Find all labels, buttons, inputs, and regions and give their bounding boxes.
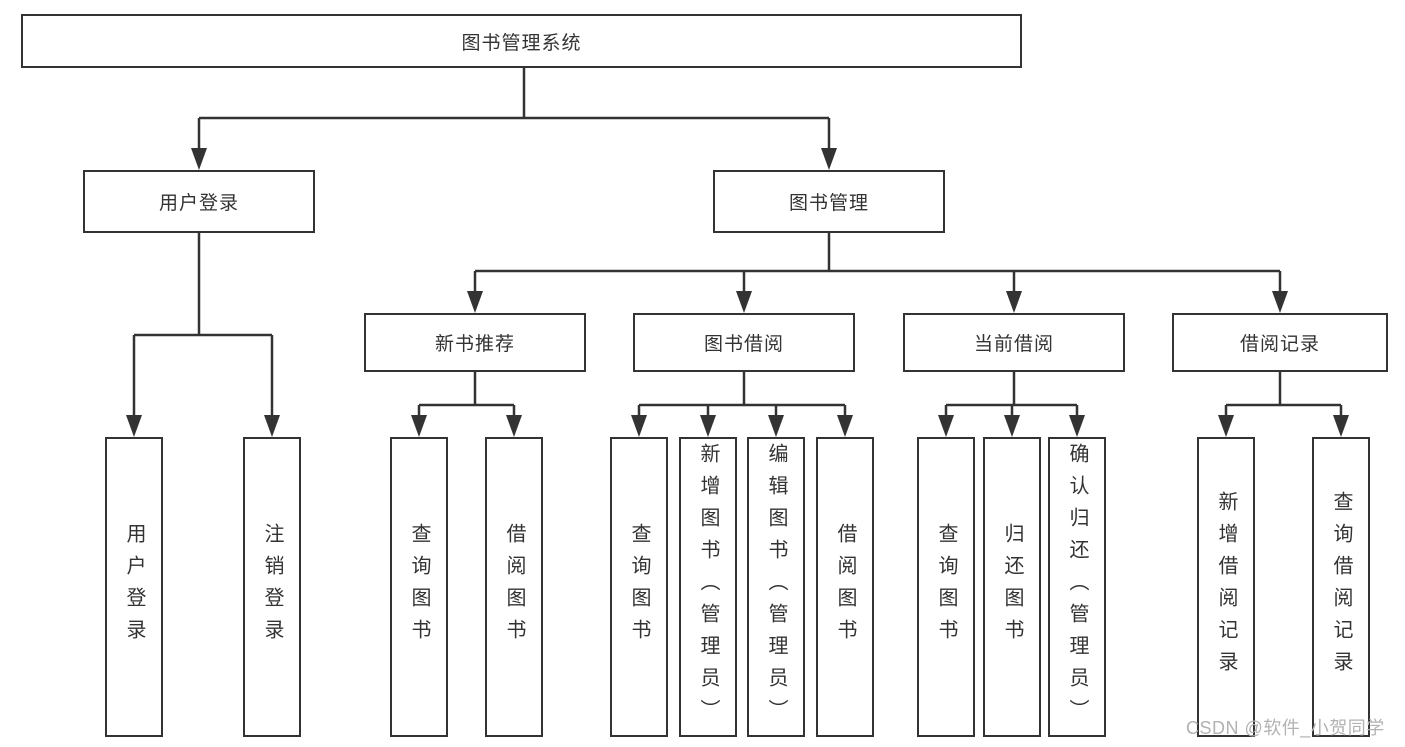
node-label: 图书管理系统 [461, 32, 582, 54]
arrow-down-icon [1004, 415, 1020, 437]
arrow-down-icon [1006, 291, 1022, 313]
node-current-borrowing: 当前借阅 [903, 313, 1125, 372]
node-label: 查询图书 [628, 523, 650, 651]
node-library-system: 图书管理系统 [21, 14, 1022, 68]
node-label: 查询图书 [408, 523, 430, 651]
arrow-down-icon [467, 291, 483, 313]
arrow-down-icon [700, 415, 716, 437]
leaf-return-books: 归还图书 [983, 437, 1041, 737]
node-label: 图书借阅 [703, 334, 784, 355]
leaf-query-books-current: 查询图书 [917, 437, 975, 737]
node-label: 图书管理 [788, 193, 869, 214]
arrow-down-icon [821, 148, 837, 170]
connector-currentborrow-to-children [944, 372, 1079, 420]
node-label: 当前借阅 [973, 334, 1054, 355]
node-label: 查询图书 [935, 523, 957, 651]
connector-root-to-level2 [197, 68, 831, 152]
arrow-down-icon [191, 148, 207, 170]
arrow-down-icon [126, 415, 142, 437]
leaf-add-borrow-record: 新增借阅记录 [1197, 437, 1255, 737]
leaf-user-login: 用户登录 [105, 437, 163, 737]
node-borrow-records: 借阅记录 [1172, 313, 1388, 372]
node-label: 借阅图书 [503, 523, 525, 651]
arrow-down-icon [506, 415, 522, 437]
node-label: 新增图书（管理员） [697, 443, 719, 731]
leaf-query-books-borrowing: 查询图书 [610, 437, 668, 737]
arrow-down-icon [411, 415, 427, 437]
leaf-borrow-books-borrowing: 借阅图书 [816, 437, 874, 737]
leaf-logout: 注销登录 [243, 437, 301, 737]
connector-newbook-to-children [417, 372, 516, 420]
connector-bookmgmt-to-level3 [473, 233, 1282, 295]
arrow-down-icon [1218, 415, 1234, 437]
leaf-add-book-admin: 新增图书（管理员） [679, 437, 737, 737]
arrow-down-icon [1069, 415, 1085, 437]
leaf-edit-book-admin: 编辑图书（管理员） [747, 437, 805, 737]
node-label: 注销登录 [261, 523, 283, 651]
node-label: 借阅图书 [834, 523, 856, 651]
connector-bookborrow-to-children [637, 372, 847, 420]
node-label: 新书推荐 [434, 334, 515, 355]
node-label: 新增借阅记录 [1215, 491, 1237, 683]
arrow-down-icon [768, 415, 784, 437]
arrow-down-icon [631, 415, 647, 437]
leaf-confirm-return-admin: 确认归还（管理员） [1048, 437, 1106, 737]
leaf-query-borrow-record: 查询借阅记录 [1312, 437, 1370, 737]
arrow-down-icon [1272, 291, 1288, 313]
node-book-borrowing: 图书借阅 [633, 313, 855, 372]
arrow-down-icon [264, 415, 280, 437]
arrow-down-icon [736, 291, 752, 313]
node-label: 确认归还（管理员） [1066, 443, 1088, 731]
node-label: 借阅记录 [1239, 334, 1320, 355]
node-user-login: 用户登录 [83, 170, 315, 233]
node-label: 用户登录 [158, 193, 239, 214]
arrow-down-icon [1333, 415, 1349, 437]
node-label: 用户登录 [123, 523, 145, 651]
csdn-watermark: CSDN @软件_小贺同学 [1186, 718, 1385, 738]
node-label: 编辑图书（管理员） [765, 443, 787, 731]
connector-userlogin-to-children [132, 233, 274, 420]
arrowheads [126, 148, 1349, 437]
leaf-borrow-books-recommend: 借阅图书 [485, 437, 543, 737]
node-label: 查询借阅记录 [1330, 491, 1352, 683]
arrow-down-icon [938, 415, 954, 437]
connector-records-to-children [1224, 372, 1343, 420]
arrow-down-icon [837, 415, 853, 437]
leaf-query-books-recommend: 查询图书 [390, 437, 448, 737]
node-book-management: 图书管理 [713, 170, 945, 233]
node-new-book-recommend: 新书推荐 [364, 313, 586, 372]
node-label: 归还图书 [1001, 523, 1023, 651]
